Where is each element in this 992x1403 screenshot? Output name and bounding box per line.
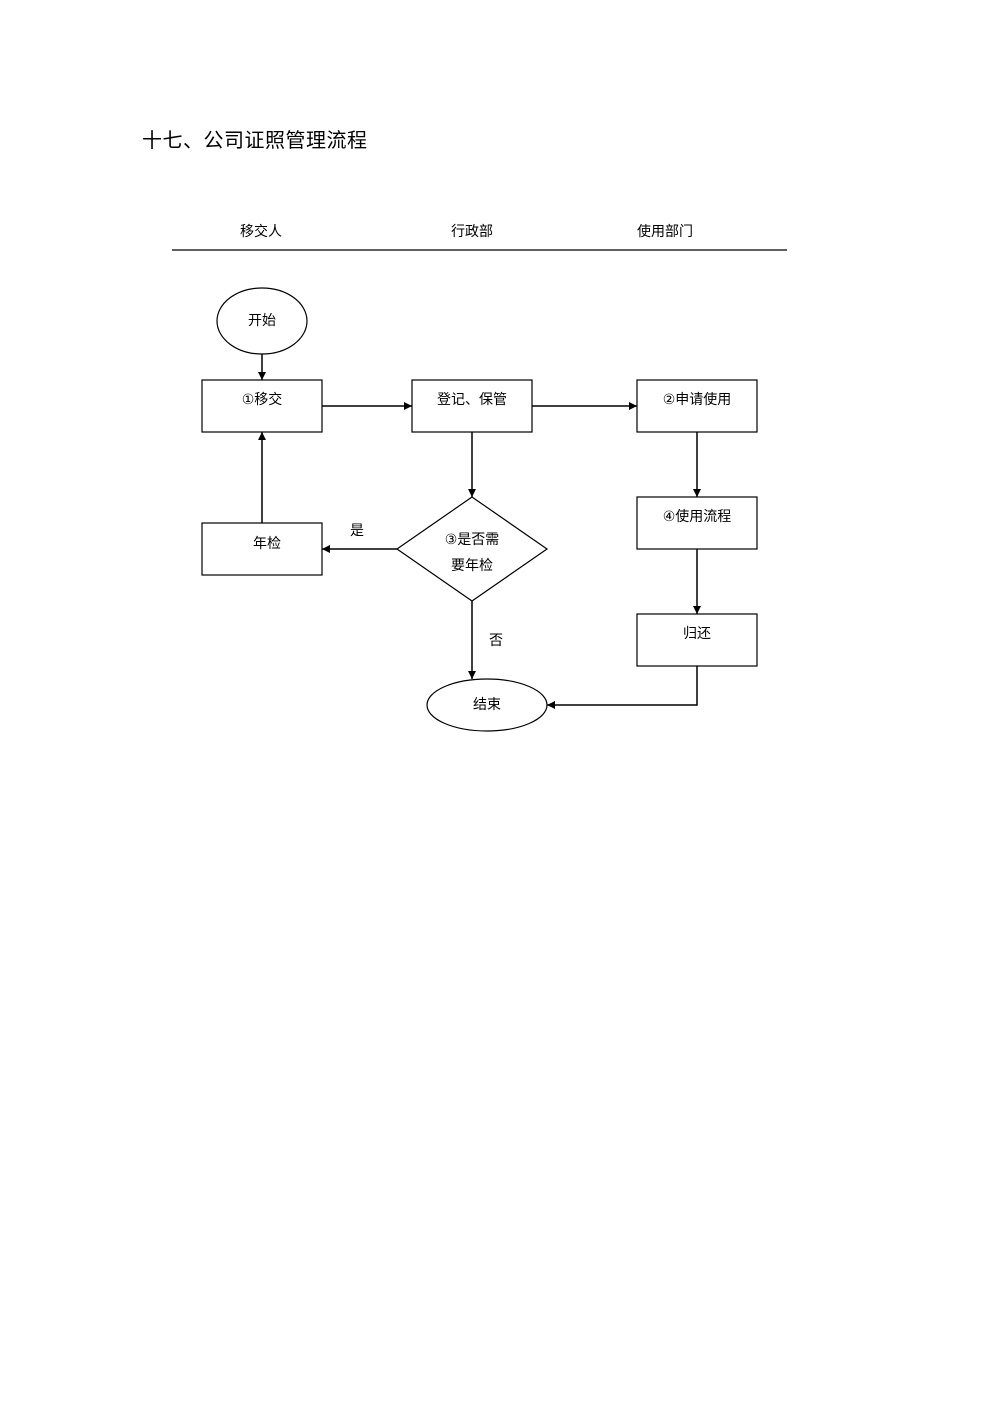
end-label: 结束 [473, 697, 501, 713]
register-label: 登记、保管 [437, 392, 507, 408]
edge-label-no: 否 [489, 633, 503, 649]
edge-label-yes: 是 [350, 523, 364, 539]
decision-label-line2: 要年检 [451, 558, 493, 574]
return-label: 归还 [683, 625, 711, 642]
annual-check-node: 年检 [201, 522, 323, 576]
return-node: 归还 [636, 613, 758, 667]
lane-header-user-dept: 使用部门 [637, 224, 693, 240]
handover-node: ①移交 [201, 379, 323, 433]
start-label: 开始 [248, 313, 276, 329]
handover-label: ①移交 [242, 391, 283, 408]
start-node: 开始 [216, 287, 308, 355]
decision-node: ③是否需 要年检 [395, 496, 549, 602]
annual-check-label: 年检 [253, 536, 281, 552]
use-process-node: ④使用流程 [636, 496, 758, 550]
lane-header-admin: 行政部 [451, 224, 493, 240]
edge-return-to-end [547, 666, 698, 709]
lane-header-handover: 移交人 [240, 224, 282, 240]
apply-label: ②申请使用 [663, 391, 732, 408]
page-title: 十七、公司证照管理流程 [142, 128, 368, 152]
decision-label-line1: ③是否需 [445, 532, 500, 548]
apply-node: ②申请使用 [636, 379, 758, 433]
end-node: 结束 [426, 678, 548, 732]
register-node: 登记、保管 [411, 379, 533, 433]
use-process-label: ④使用流程 [663, 508, 732, 525]
